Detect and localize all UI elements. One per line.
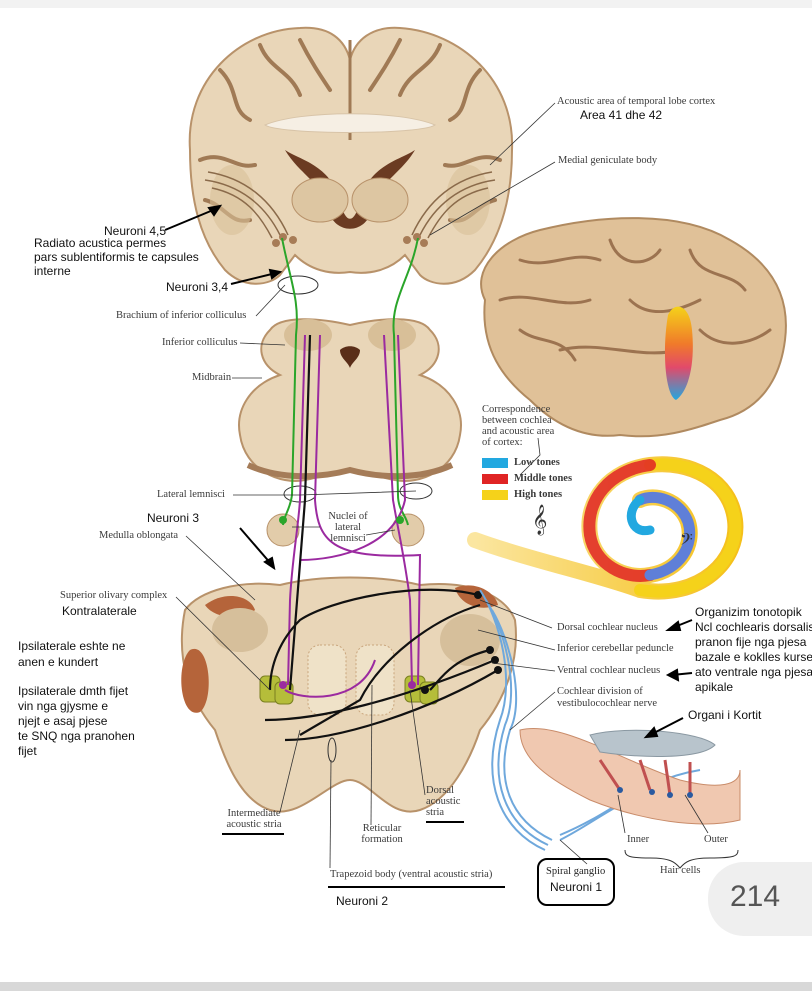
medial-geniculate-nuclei bbox=[272, 233, 428, 247]
music-clef-icons: 𝄞 𝄢 bbox=[532, 504, 693, 553]
acoustic-radiation-fibers bbox=[204, 171, 496, 239]
medial-geniculate-label: Medial geniculate body bbox=[558, 155, 658, 166]
lemniscus-ring-right bbox=[399, 482, 433, 500]
acoustic-area-label: Acoustic area of temporal lobe cortex bbox=[557, 96, 716, 107]
radiato-line-1: Radiato acustica permes bbox=[34, 236, 167, 250]
legend-swatch-low bbox=[482, 458, 508, 468]
lateral-lemnisci-label: Lateral lemnisci bbox=[157, 489, 225, 500]
midbrain-label: Midbrain bbox=[192, 372, 232, 383]
correspondence-line-1: Correspondence bbox=[482, 404, 551, 415]
midbrain-section bbox=[238, 318, 462, 482]
cochlear-division-label-1: Cochlear division of bbox=[557, 686, 643, 697]
page-number: 214 bbox=[730, 880, 781, 913]
dorsal-cochlear-label: Dorsal cochlear nucleus bbox=[557, 622, 658, 633]
ipsi-note-4: vin nga gjysme e bbox=[18, 699, 109, 713]
ipsi-note-3: Ipsilaterale dmth fijet bbox=[18, 684, 129, 698]
tonotopic-note-2: Ncl cochlearis dorsalis bbox=[695, 620, 812, 634]
black-pathway bbox=[264, 334, 499, 742]
area-41-42-label: Area 41 dhe 42 bbox=[580, 108, 663, 122]
purple-pathway bbox=[284, 334, 422, 698]
tonotopic-note-4: bazale e koklles kurse bbox=[695, 650, 812, 664]
spiral-ganglion-label: Spiral ganglio bbox=[546, 866, 606, 877]
cochlear-division-label-2: vestibulocochlear nerve bbox=[557, 698, 657, 709]
intermediate-stria-label-1: Intermediate bbox=[227, 808, 281, 819]
top-bar bbox=[0, 0, 812, 8]
correspondence-line-3: and acoustic area bbox=[482, 426, 555, 437]
outer-hair-cell-label: Outer bbox=[704, 834, 728, 845]
nuclei-lemnisci-label-2: lateral bbox=[334, 522, 362, 533]
dorsal-stria-label-3: stria bbox=[426, 807, 445, 818]
nuclei-lemnisci-label-3: lemnisci bbox=[330, 533, 366, 544]
neuroni-2-label: Neuroni 2 bbox=[336, 894, 389, 908]
trapezoid-body-label: Trapezoid body (ventral acoustic stria) bbox=[330, 869, 493, 880]
brachium-ring bbox=[277, 275, 319, 295]
neuroni-45-label: Neuroni 4,5 bbox=[104, 224, 167, 238]
dorsal-stria-label-2: acoustic bbox=[426, 796, 461, 807]
correspondence-line-2: between cochlea bbox=[482, 415, 552, 426]
correspondence-line-4: of cortex: bbox=[482, 437, 523, 448]
legend-label-high: High tones bbox=[514, 489, 563, 500]
ipsi-note-6: te SNQ nga pranohen bbox=[18, 729, 135, 743]
ipsi-note-2: anen e kundert bbox=[18, 655, 99, 669]
reticular-label-2: formation bbox=[361, 834, 403, 845]
inner-hair-cell-label: Inner bbox=[627, 834, 650, 845]
radiato-line-3: interne bbox=[34, 264, 71, 278]
legend-label-low: Low tones bbox=[514, 457, 560, 468]
pathway-nodes bbox=[279, 516, 502, 694]
neuroni-34-label: Neuroni 3,4 bbox=[166, 280, 229, 294]
medulla-label: Medulla oblongata bbox=[99, 530, 179, 541]
kontralaterale-label: Kontralaterale bbox=[62, 604, 137, 618]
organi-kortit-label: Organi i Kortit bbox=[688, 708, 762, 722]
radiato-line-2: pars sublentiformis te capsules bbox=[34, 250, 199, 264]
organ-of-corti bbox=[519, 728, 741, 869]
inferior-cerebellar-label: Inferior cerebellar peduncle bbox=[557, 643, 674, 654]
inferior-colliculus-label: Inferior colliculus bbox=[162, 337, 238, 348]
tonotopic-note-6: apikale bbox=[695, 680, 734, 694]
bottom-bar bbox=[0, 982, 812, 991]
medulla-section bbox=[180, 576, 517, 813]
ipsi-note-1: Ipsilaterale eshte ne bbox=[18, 639, 126, 653]
intermediate-stria-label-2: acoustic stria bbox=[226, 819, 282, 830]
legend-swatch-high bbox=[482, 490, 508, 500]
neuroni-3-label: Neuroni 3 bbox=[147, 511, 200, 525]
coronal-brain-section bbox=[188, 26, 514, 285]
cochlea-spiral bbox=[467, 456, 744, 600]
lateral-lemniscus-nucleus-left bbox=[266, 513, 300, 547]
superior-olivary-label: Superior olivary complex bbox=[60, 590, 168, 601]
tonotopic-note-1: Organizim tonotopik bbox=[695, 605, 802, 619]
legend-label-middle: Middle tones bbox=[514, 473, 573, 484]
tonotopic-note-3: pranon fije nga pjesa bbox=[695, 635, 807, 649]
legend-swatch-middle bbox=[482, 474, 508, 484]
neuroni-1-label: Neuroni 1 bbox=[550, 880, 603, 894]
dorsal-stria-label-1: Dorsal bbox=[426, 785, 454, 796]
green-pathway bbox=[281, 237, 419, 526]
lateral-brain-view bbox=[480, 217, 787, 438]
spiral-ganglion-box bbox=[537, 858, 615, 906]
underlines bbox=[222, 821, 505, 888]
reticular-label-1: Reticular bbox=[362, 823, 402, 834]
svg-text:𝄢: 𝄢 bbox=[680, 529, 693, 553]
ventral-cochlear-label: Ventral cochlear nucleus bbox=[557, 665, 661, 676]
hair-cells-label: Hair cells bbox=[660, 865, 701, 876]
leader-lines bbox=[175, 102, 709, 869]
page-number-badge bbox=[708, 862, 812, 936]
brachium-label: Brachium of inferior colliculus bbox=[116, 310, 247, 321]
tonotopic-note-5: ato ventrale nga pjesa bbox=[695, 665, 812, 679]
svg-text:𝄞: 𝄞 bbox=[532, 504, 547, 536]
ipsi-note-5: njejt e asaj pjese bbox=[18, 714, 108, 728]
nuclei-lemnisci-label-1: Nuclei of bbox=[328, 511, 368, 522]
ipsi-note-7: fijet bbox=[18, 744, 37, 758]
annotation-arrows bbox=[164, 204, 693, 739]
